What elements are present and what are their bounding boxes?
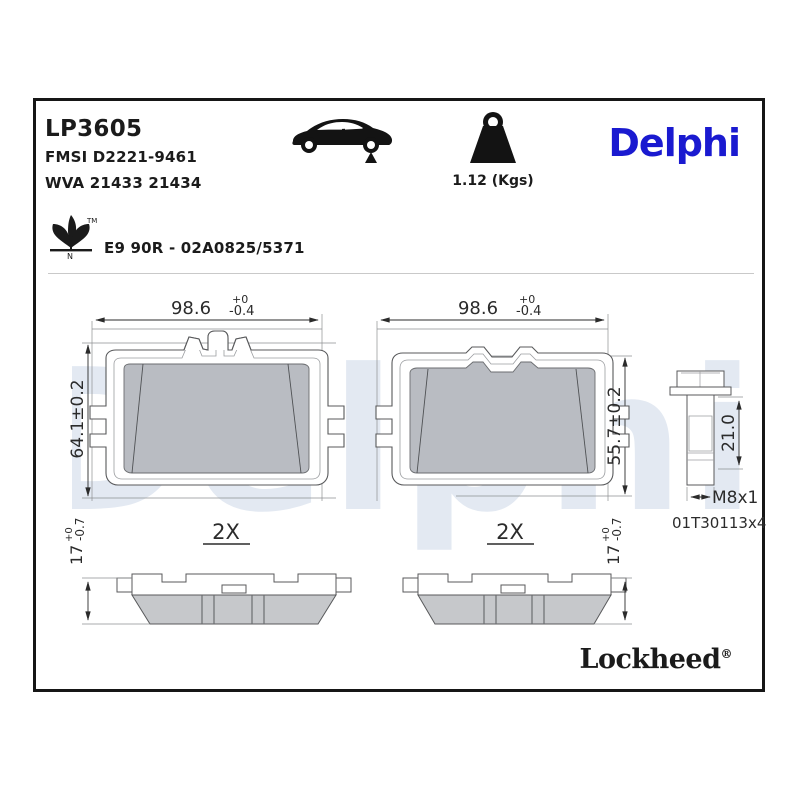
delphi-logo: Delphi: [608, 121, 741, 165]
lockheed-logo: Lockheed®: [579, 644, 732, 675]
right-pad-width-tol-lower: -0.4: [516, 304, 541, 319]
trademark-mark: TM: [86, 217, 97, 225]
left-pad-friction-surface: [123, 363, 310, 474]
right-pad-width-value: 98.6: [458, 298, 498, 319]
left-pad-width-tol-lower: -0.4: [229, 304, 254, 319]
left-pad-top-notch: [183, 330, 252, 351]
bolt-part-code: 01T30113x4: [672, 514, 766, 532]
eco-leaf-icon: N TM: [50, 215, 97, 260]
certification-code: E9 90R - 02A0825/5371: [104, 239, 305, 257]
left-thickness-value: 17: [67, 545, 86, 565]
car-rear-axle-icon: [292, 119, 393, 163]
right-pad-height-value: 55.7±0.2: [605, 386, 625, 465]
right-pad-side-view: [402, 543, 632, 625]
header-divider: [48, 273, 754, 274]
bolt-detail: [669, 370, 743, 501]
left-thickness-tol-upper: +0: [64, 527, 75, 542]
technical-drawing: 98.6 +0 -0.4 64.1±0.2 98.6 +0 -0.4 55.7±…: [64, 293, 766, 625]
weight-group: 1.12 (Kgs): [428, 109, 558, 189]
fmsi-code: FMSI D2221-9461: [45, 148, 197, 166]
right-pad-friction-surface: [409, 361, 596, 474]
lockheed-logo-text: Lockheed: [579, 644, 721, 675]
wva-code: WVA 21433 21434: [45, 174, 202, 192]
registered-mark: ®: [720, 647, 733, 661]
right-thickness-value: 17: [604, 545, 623, 565]
bolt-length-value: 21.0: [719, 414, 739, 452]
weight-icon: [470, 112, 516, 163]
left-thickness-tol-lower: -0.7: [73, 518, 87, 541]
left-pad-width-value: 98.6: [171, 298, 211, 319]
left-pad-width-tol-upper: +0: [232, 293, 248, 306]
leaf-mark-letter: N: [67, 252, 73, 260]
left-pad-side-view: [82, 543, 352, 625]
page-title: LP3605: [45, 116, 143, 142]
weight-label: 1.12 (Kgs): [452, 173, 534, 189]
bolt-thread-value: M8x1: [712, 488, 758, 508]
right-thickness-tol-lower: -0.7: [610, 518, 624, 541]
left-pad-front-view: [89, 330, 345, 486]
left-side-view-qty: 2X: [212, 520, 240, 544]
right-pad-front-view: [375, 346, 630, 486]
right-pad-inner-outline: [399, 353, 606, 480]
delphi-logo-text: Delphi: [608, 121, 741, 165]
right-side-view-qty: 2X: [496, 520, 524, 544]
right-pad-width-tol-upper: +0: [519, 293, 535, 306]
header: LP3605 FMSI D2221-9461 WVA 21433 21434: [36, 101, 768, 276]
left-pad-height-value: 64.1±0.2: [68, 379, 88, 458]
right-thickness-tol-upper: +0: [601, 527, 612, 542]
drawing-frame: Delphi LP3605 FMSI D2221-9461 WVA 21433 …: [33, 98, 768, 692]
